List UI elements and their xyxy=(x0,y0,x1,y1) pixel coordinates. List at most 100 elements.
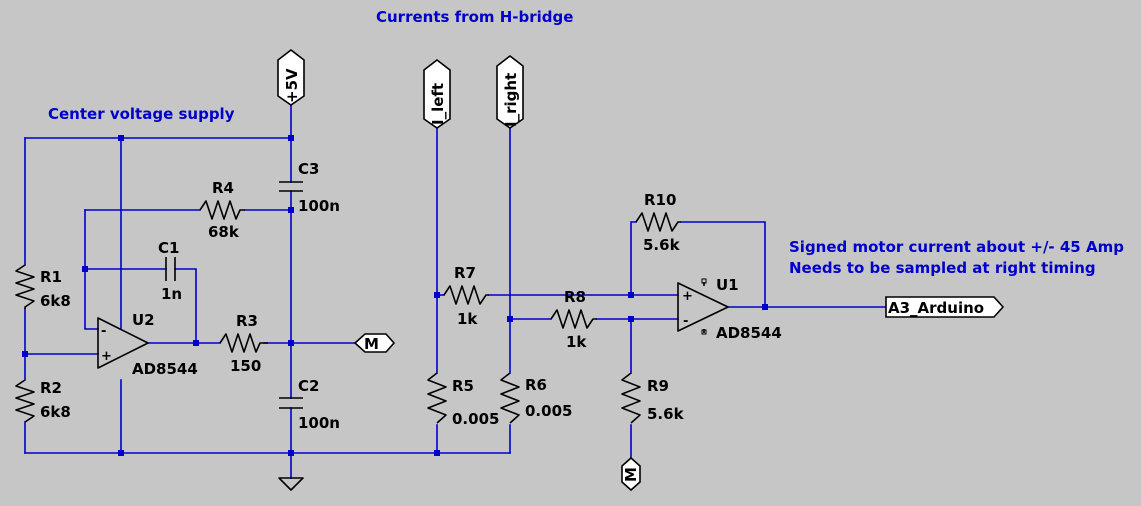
junction-dot xyxy=(288,340,294,346)
diagram-title: Currents from H-bridge xyxy=(376,8,573,26)
flag-i-right-shape xyxy=(496,54,524,129)
junction-dot xyxy=(193,340,199,346)
opamp-u1-body xyxy=(677,282,729,332)
junction-dot xyxy=(434,292,440,298)
opamp-u2-minus-pin: - xyxy=(101,324,106,339)
c3-value: 100n xyxy=(298,197,340,215)
r10-name: R10 xyxy=(644,191,676,209)
flag-i-left-label: I_left xyxy=(429,83,447,125)
junction-dot xyxy=(118,450,124,456)
resistor-r10-symbol xyxy=(635,212,681,232)
opamp-u2-plus-pin: + xyxy=(101,349,112,364)
u2-value: AD8544 xyxy=(132,360,198,378)
r8-value: 1k xyxy=(566,333,587,351)
r1-name: R1 xyxy=(40,268,62,286)
c2-name: C2 xyxy=(298,377,319,395)
r8-name: R8 xyxy=(564,288,586,306)
junction-dot xyxy=(82,266,88,272)
junction-dot xyxy=(22,351,28,357)
r6-name: R6 xyxy=(525,376,547,394)
r10-value: 5.6k xyxy=(643,236,681,254)
junction-dot xyxy=(118,135,124,141)
junction-dot xyxy=(288,135,294,141)
opamp-u2: - + xyxy=(97,317,149,369)
r4-value: 68k xyxy=(208,223,240,241)
resistor-r7-symbol xyxy=(443,285,489,305)
r2-value: 6k8 xyxy=(40,403,71,421)
capacitor-c3-symbol xyxy=(279,181,303,192)
r7-name: R7 xyxy=(454,264,476,282)
c1-name: C1 xyxy=(158,239,179,257)
motor-current-note: Signed motor current about +/- 45 Amp xyxy=(789,238,1124,256)
resistor-r5-symbol xyxy=(427,372,447,424)
r9-value: 5.6k xyxy=(647,405,685,423)
resistor-r3-symbol xyxy=(219,333,268,353)
flag-plus5v-label: +5V xyxy=(283,68,301,103)
resistor-r4-symbol xyxy=(199,200,245,220)
flag-plus5v: +5V xyxy=(277,48,305,106)
junction-dot xyxy=(434,450,440,456)
component-labels: C3 100n R4 68k C1 1n R1 6k8 U2 AD8544 R3… xyxy=(40,160,782,432)
resistors xyxy=(15,200,681,424)
sampling-note: Needs to be sampled at right timing xyxy=(789,259,1096,277)
flag-m-right: M xyxy=(353,333,396,353)
r6-value: 0.005 xyxy=(525,402,572,420)
opamp-u1-minus-pin: - xyxy=(683,314,688,329)
junction-dot xyxy=(762,304,768,310)
center-supply-note: Center voltage supply xyxy=(48,105,235,123)
junction-dot xyxy=(628,316,634,322)
junction-dot xyxy=(288,450,294,456)
resistor-r9-symbol xyxy=(621,372,641,424)
junction-dot xyxy=(507,316,513,322)
flag-m-bottom: M xyxy=(621,456,641,492)
u1-value: AD8544 xyxy=(716,324,782,342)
flag-a3-arduino: A3_Arduino xyxy=(885,296,1005,318)
capacitor-c2-symbol xyxy=(279,397,303,409)
wires xyxy=(24,104,887,479)
r9-name: R9 xyxy=(647,377,669,395)
r5-name: R5 xyxy=(452,377,474,395)
flag-m-right-shape xyxy=(353,333,396,353)
r2-name: R2 xyxy=(40,379,62,397)
c2-value: 100n xyxy=(298,414,340,432)
r7-value: 1k xyxy=(457,310,478,328)
junction-dot xyxy=(288,207,294,213)
wire-r10-left xyxy=(630,221,637,296)
opamp-u1: + - xyxy=(677,278,729,335)
wire-r10-right xyxy=(680,221,766,308)
r5-value: 0.005 xyxy=(452,410,499,428)
r3-value: 150 xyxy=(230,357,261,375)
flag-plus5v-shape xyxy=(277,48,305,106)
c3-name: C3 xyxy=(298,160,319,178)
flag-i-left-shape xyxy=(423,58,451,129)
capacitor-c1-symbol xyxy=(165,257,176,281)
flag-i-left: I_left xyxy=(423,58,451,129)
junction-dot xyxy=(628,292,634,298)
resistor-r1-symbol xyxy=(15,264,35,309)
opamp-u2-body xyxy=(97,317,149,369)
wire-u2-minus-node xyxy=(84,209,99,330)
u1-name: U1 xyxy=(716,276,739,294)
flag-m-bottom-shape xyxy=(621,456,641,492)
opamp-u1-pin-marker xyxy=(701,278,707,284)
capacitors xyxy=(165,181,303,409)
r1-value: 6k8 xyxy=(40,292,71,310)
flag-a3-arduino-shape xyxy=(885,296,1005,318)
resistor-r2-symbol xyxy=(15,379,35,423)
flag-m-right-label: M xyxy=(364,335,379,353)
junctions xyxy=(22,135,768,456)
resistor-r6-symbol xyxy=(500,372,520,424)
r3-name: R3 xyxy=(236,312,258,330)
flag-m-bottom-label: M xyxy=(622,467,640,482)
ground-icon xyxy=(278,477,304,491)
u2-name: U2 xyxy=(132,311,155,329)
flag-i-right-label: I_right xyxy=(502,73,520,127)
opamp-u1-plus-pin: + xyxy=(682,289,693,304)
opamp-u1-pin-marker xyxy=(701,329,707,335)
c1-value: 1n xyxy=(161,285,182,303)
flag-a3-arduino-label: A3_Arduino xyxy=(888,299,984,317)
flag-i-right: I_right xyxy=(496,54,524,129)
wire-c1-right xyxy=(174,268,197,344)
resistor-r8-symbol xyxy=(550,309,597,329)
